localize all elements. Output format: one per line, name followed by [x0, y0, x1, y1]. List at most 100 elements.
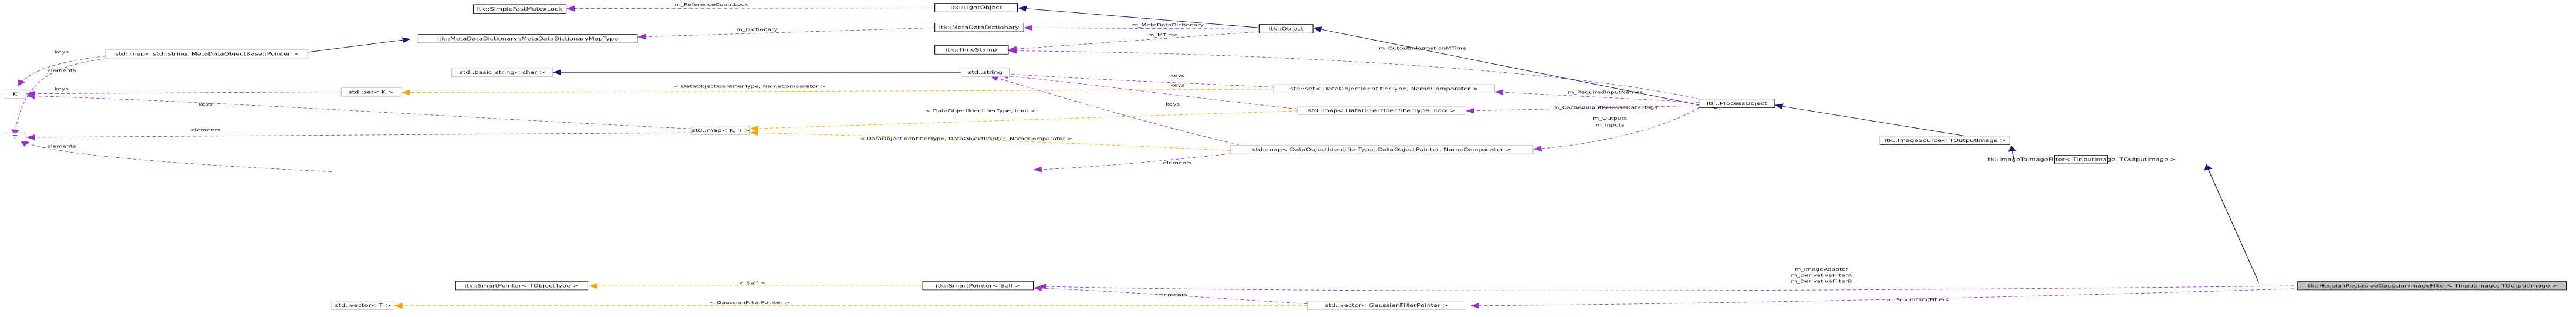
node-label: itk::TimeStamp — [946, 48, 997, 53]
node-image-source[interactable]: itk::ImageSource< TOutputImage > — [1879, 136, 2010, 145]
edge-processobject-to-object — [1312, 26, 1721, 110]
node-label: itk::SmartPointer< Self > — [936, 284, 1021, 289]
edge-keys-str3 — [990, 75, 1250, 148]
node-label: std::basic_string< char > — [460, 70, 545, 76]
node-label: std::string — [968, 70, 1002, 76]
edge-labels: m_ReferenceCountLock m_Dictionary m_Meta… — [47, 3, 1949, 306]
edge-label: m_Outputs — [1593, 117, 1627, 122]
edge-label: m_OutputInformationMTime — [1379, 46, 1467, 51]
node-label: itk::ImageToImageFilter< TInputImage, TO… — [1986, 157, 2176, 163]
edges — [11, 5, 2312, 309]
edge-label: m_MetaDataDictionary — [1132, 23, 1204, 28]
edge-keys-setk — [26, 90, 342, 97]
node-label: std::map< K, T > — [692, 129, 750, 134]
nodes: itk::SimpleFastMutexLock itk::LightObjec… — [4, 3, 2567, 310]
edge-refcount — [566, 5, 935, 12]
node-label: itk::ProcessObject — [1707, 101, 1767, 106]
node-std-basic-string[interactable]: std::basic_string< char > — [451, 68, 553, 77]
edge-elements-sp — [1033, 153, 1231, 173]
edge-label: m_SmoothingFilters — [1887, 298, 1949, 302]
node-label: itk::LightObject — [950, 5, 1002, 11]
node-label: std::vector< T > — [335, 303, 391, 309]
node-label: T — [12, 135, 18, 140]
node-image-to-image-filter[interactable]: itk::ImageToImageFilter< TInputImage, TO… — [1986, 155, 2176, 164]
edge-label: elements — [191, 128, 221, 133]
node-process-object[interactable]: itk::ProcessObject — [1699, 99, 1775, 108]
edge-label: < DataObjectIdentifierType, bool > — [926, 109, 1035, 114]
node-label: K — [13, 92, 18, 97]
node-label: std::map< std::string, MetaDataObjectBas… — [115, 52, 298, 57]
node-label: std::map< DataObjectIdentifierType, Data… — [1252, 147, 1511, 153]
edge-label: keys — [55, 87, 69, 92]
edge-setk-tmpl — [401, 89, 1274, 96]
node-std-map-dataobj-ptr[interactable]: std::map< DataObjectIdentifierType, Data… — [1230, 145, 1534, 154]
node-simple-fast-mutex[interactable]: itk::SimpleFastMutexLock — [473, 4, 567, 14]
node-t[interactable]: T — [4, 132, 26, 142]
edge-elements-mapkt — [26, 132, 693, 140]
node-object[interactable]: itk::Object — [1258, 24, 1314, 33]
edge-keys-mdo — [18, 56, 106, 86]
node-label: std::set< DataObjectIdentifierType, Name… — [1290, 87, 1479, 92]
edge-elements-t — [19, 140, 332, 172]
node-k[interactable]: K — [4, 89, 26, 99]
node-label: itk::MetaDataDictionary::MetaDataDiction… — [437, 36, 619, 42]
node-label: itk::MetaDataDictionary — [939, 25, 1019, 31]
edge-cached — [1466, 105, 1699, 114]
edge-dictionary — [637, 27, 935, 40]
node-std-map-dataobj-bool[interactable]: std::map< DataObjectIdentifierType, bool… — [1297, 106, 1467, 116]
edge-keys-mapkt — [26, 93, 693, 129]
node-std-vector-t[interactable]: std::vector< T > — [331, 301, 394, 310]
node-hessian-filter[interactable]: itk::HessianRecursiveGaussianImageFilter… — [2297, 281, 2567, 291]
edge-label: m_CachedInputReleaseDataFlags — [1553, 106, 1657, 110]
node-smart-pointer-self[interactable]: itk::SmartPointer< Self > — [922, 281, 1034, 291]
node-time-stamp[interactable]: itk::TimeStamp — [934, 45, 1009, 55]
edge-imagesource-to-processobject — [1774, 103, 1990, 140]
edge-hessian-to-imagetoimage — [2204, 164, 2260, 283]
node-label: itk::ImageSource< TOutputImage > — [1885, 138, 2006, 143]
edge-outputs-inputs — [1533, 107, 1700, 152]
node-label: itk::Object — [1269, 26, 1304, 32]
edge-label: m_DerivativeFilterA — [1791, 274, 1852, 278]
edge-label: keys — [1170, 83, 1184, 88]
node-std-map-mdo[interactable]: std::map< std::string, MetaDataObjectBas… — [105, 49, 308, 59]
node-std-set-dataobj[interactable]: std::set< DataObjectIdentifierType, Name… — [1273, 84, 1495, 93]
node-std-vector-gfp[interactable]: std::vector< GaussianFilterPointer > — [1306, 301, 1467, 310]
edge-label: m_ReferenceCountLock — [674, 3, 748, 8]
edge-label: m_Inputs — [1596, 123, 1625, 128]
edge-stdmapmdo-to-mddmaptype — [302, 37, 411, 53]
edge-label: m_DerivativeFilterB — [1791, 279, 1852, 284]
edge-label: < DataObjectIdentifierType, NameComparat… — [674, 85, 826, 89]
node-meta-data-dictionary[interactable]: itk::MetaDataDictionary — [934, 23, 1024, 32]
edge-metadatadict — [1024, 25, 1260, 31]
edge-label: < GaussianFilterPointer > — [710, 301, 790, 305]
node-std-string[interactable]: std::string — [961, 68, 1010, 77]
node-std-set-k[interactable]: std::set< K > — [340, 87, 402, 97]
edge-label: elements — [47, 144, 76, 149]
edge-label: m_MTime — [1148, 33, 1178, 38]
edge-label: < Self > — [739, 281, 765, 286]
node-mdd-map-type[interactable]: itk::MetaDataDictionary::MetaDataDiction… — [417, 34, 638, 43]
edge-keys-str2 — [1000, 73, 1298, 110]
node-smart-pointer-tobj[interactable]: itk::SmartPointer< TObjectType > — [455, 281, 588, 291]
edge-imagetoimage-to-imagesource — [2008, 146, 2017, 160]
edge-label: elements — [1163, 161, 1192, 166]
node-label: std::vector< GaussianFilterPointer > — [1325, 303, 1448, 309]
edge-label: keys — [55, 50, 69, 55]
edge-elements-mdo — [11, 58, 106, 136]
node-light-object[interactable]: itk::LightObject — [934, 3, 1018, 12]
edge-label: elements — [47, 69, 76, 73]
node-label: itk::SimpleFastMutexLock — [477, 7, 562, 12]
node-label: itk::HessianRecursiveGaussianImageFilter… — [2306, 284, 2558, 289]
node-label: itk::SmartPointer< TObjectType > — [464, 284, 578, 289]
edge-label: m_Dictionary — [737, 28, 778, 32]
node-label: std::map< DataObjectIdentifierType, bool… — [1308, 109, 1456, 114]
node-std-map-kt[interactable]: std::map< K, T > — [691, 126, 750, 135]
edge-hessian-members — [1038, 284, 2312, 291]
edge-label: keys — [1170, 73, 1184, 78]
edge-label: keys — [198, 102, 212, 107]
edge-label: < DataObjectIdentifierType, DataObjectPo… — [859, 137, 1072, 141]
edge-smoothing — [1470, 288, 2312, 309]
edge-label: m_ImageAdaptor — [1795, 268, 1848, 272]
edge-ptr-tmpl — [749, 130, 1231, 151]
